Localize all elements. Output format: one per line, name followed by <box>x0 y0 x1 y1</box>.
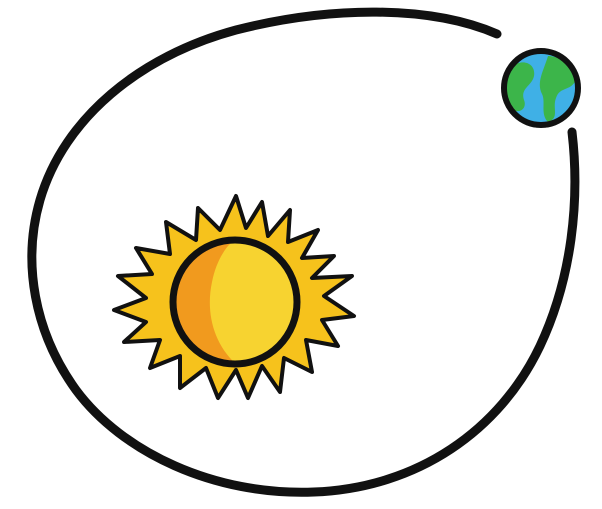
sun-icon <box>114 196 354 398</box>
earth-icon <box>504 51 578 125</box>
